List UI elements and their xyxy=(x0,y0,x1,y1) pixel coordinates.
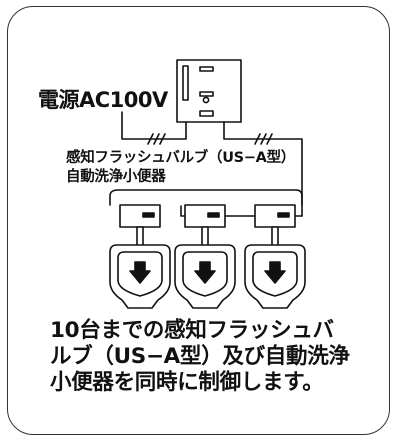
down-arrow-icon xyxy=(194,261,216,284)
caption-line-1: 10台までの感知フラッシュバ xyxy=(50,318,334,343)
caption: 10台までの感知フラッシュバ ルブ（US−A型）及び自動洗浄 小便器を同時に制御… xyxy=(50,318,370,396)
down-arrow-icon xyxy=(129,261,151,284)
group-brace xyxy=(109,189,303,206)
caption-line-2: ルブ（US−A型）及び自動洗浄 xyxy=(50,344,350,369)
down-arrow-icon xyxy=(264,261,286,284)
signal-wire xyxy=(180,121,303,217)
valve-sensor xyxy=(277,212,290,218)
urinal-unit-1 xyxy=(109,204,171,309)
control-box xyxy=(176,59,242,123)
urinal-unit-2 xyxy=(174,204,236,309)
power-wire xyxy=(121,111,187,145)
urinal-unit-3 xyxy=(244,204,306,309)
valve-sensor xyxy=(142,212,155,218)
power-label: 電源AC100V xyxy=(38,88,168,112)
urinal-label: 自動洗浄小便器 xyxy=(66,169,166,185)
valve-label: 感知フラッシュバルブ（US−A型） xyxy=(66,150,295,166)
caption-line-3: 小便器を同時に制御します。 xyxy=(50,370,324,395)
valve-sensor xyxy=(207,212,220,218)
